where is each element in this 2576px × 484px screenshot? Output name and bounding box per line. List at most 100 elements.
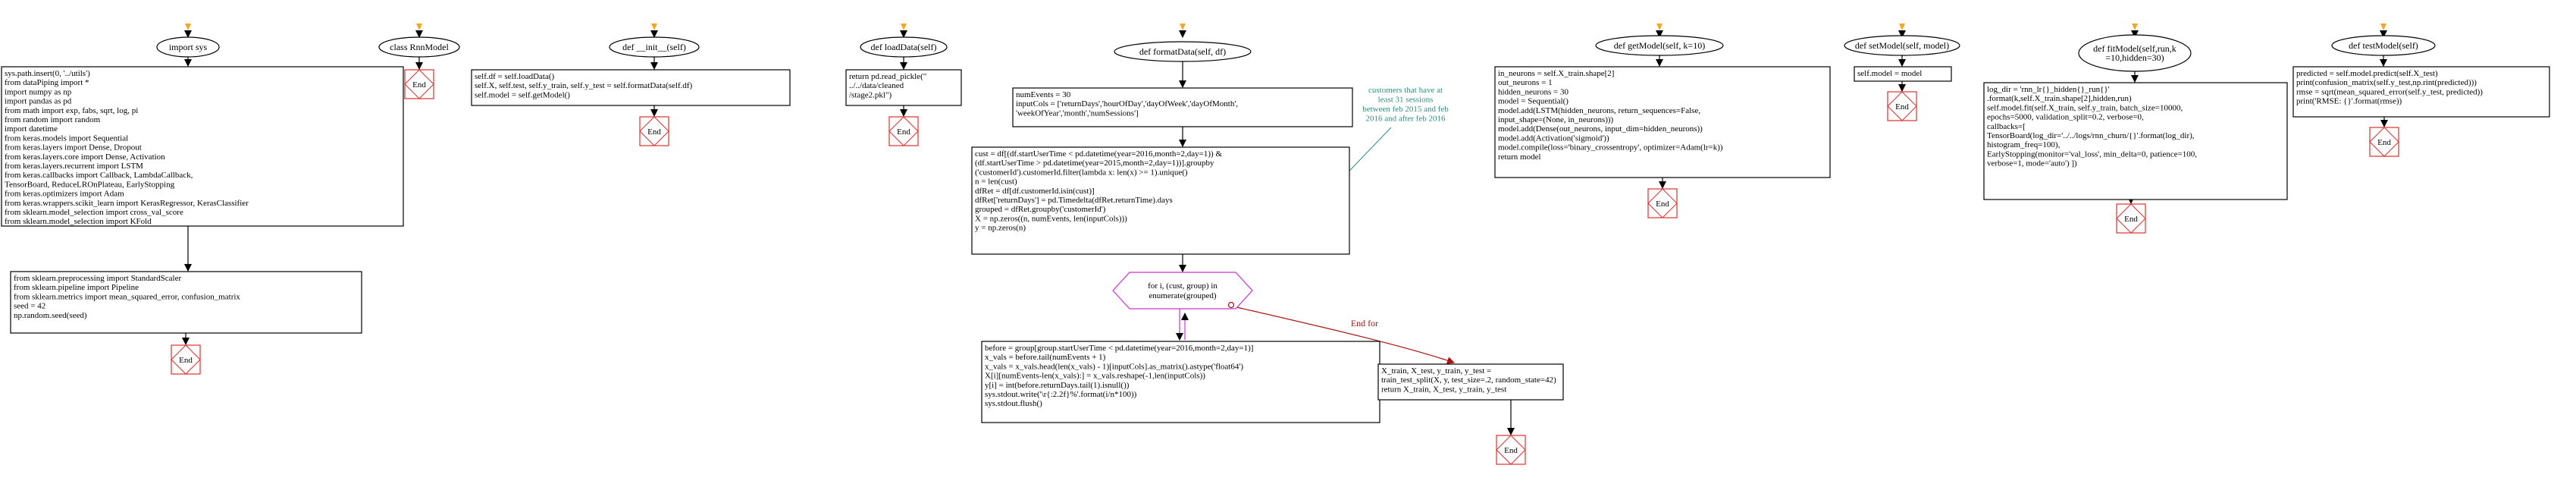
code-box-getmodel_body: in_neurons = self.X_train.shape[2]out_ne…	[1494, 66, 1831, 178]
entry-label-line: class RnnModel	[390, 42, 449, 52]
code-line-line: dfRet['returnDays'] = pd.Timedelta(dfRet…	[975, 196, 1173, 205]
code-line-line: log_dir = 'rnn_lr{}_hidden{}_run{}'	[1987, 85, 2110, 94]
code-line: self.df = self.loadData()self.X, self.te…	[475, 72, 693, 99]
end-node: End	[171, 344, 201, 375]
entry-formatdata: def formatData(self, df)	[1114, 41, 1252, 62]
loop-hexagon	[1112, 272, 1253, 310]
code-line-line: from dataPiping import *	[5, 78, 89, 87]
code-line-line: grouped = dfRet.groupby('customerId')	[975, 205, 1106, 214]
code-line-line: histogram_freq=100),	[1987, 140, 2060, 149]
end-label: End	[412, 80, 426, 90]
code-line-line: from sklearn.pipeline import Pipeline	[14, 283, 139, 292]
start-marker	[2132, 24, 2138, 30]
entry-label-line: def formatData(self, df)	[1139, 46, 1226, 57]
entry-label: def formatData(self, df)	[1139, 46, 1226, 57]
entry-ellipse	[2078, 34, 2192, 72]
entry-label-line: def __init__(self)	[622, 42, 686, 52]
code-line: return pd.read_pickle("../../data/cleane…	[849, 72, 926, 99]
end-diamond	[171, 344, 201, 375]
entry-label: import sys	[169, 42, 208, 52]
code-line-line: EarlyStopping(monitor='val_loss', min_de…	[1987, 149, 2197, 159]
code-line-line: from keras.models import Sequential	[5, 134, 128, 143]
code-line-line: return model	[1498, 152, 1541, 162]
entry-label: def testModel(self)	[2349, 40, 2418, 51]
entry-label-line: def testModel(self)	[2349, 40, 2418, 51]
code-line-line: return pd.read_pickle("	[849, 72, 926, 81]
entry-class_rnn: class RnnModel	[378, 36, 460, 58]
code-line-line: import numpy as np	[5, 87, 72, 96]
code-box-rect	[1377, 363, 1564, 401]
end-node: End	[888, 116, 919, 146]
code-box-rect	[845, 69, 962, 106]
code-box-split_body: X_train, X_test, y_train, y_test =train_…	[1377, 363, 1564, 401]
entry-ellipse	[2331, 35, 2436, 56]
annotation-note-line: customers that have at	[1368, 86, 1443, 95]
entry-ellipse	[609, 36, 700, 58]
end-diamond	[1647, 188, 1678, 218]
entry-import_sys: import sys	[156, 36, 220, 58]
code-line-line: from sklearn.model_selection import cros…	[5, 208, 183, 217]
start-marker	[1899, 24, 1905, 30]
code-line-line: numEvents = 30	[1016, 90, 1071, 99]
code-line: in_neurons = self.X_train.shape[2]out_ne…	[1498, 69, 1723, 162]
code-line-line: from keras.layers import Dense, Dropout	[5, 143, 142, 152]
code-line-line: in_neurons = self.X_train.shape[2]	[1498, 69, 1614, 78]
code-line-line: model.compile(loss='binary_crossentropy'…	[1498, 143, 1723, 152]
code-line-line: dfRet = df[df.customerId.isin(cust)]	[975, 187, 1095, 196]
code-line-line: /stage2.pkl")	[849, 90, 892, 99]
code-line-line: epochs=5000, validation_split=0.2, verbo…	[1987, 113, 2144, 122]
code-box-test_body: predicted = self.model.predict(self.X_te…	[2292, 66, 2550, 118]
code-line-line: from keras.layers.core import Dense, Act…	[5, 152, 165, 162]
entry-label-line: def loadData(self)	[871, 42, 937, 52]
end-rect	[2369, 127, 2399, 157]
entry-label: def fitModel(self,run,k=10,hidden=30)	[2093, 43, 2176, 63]
code-box-fit_body: log_dir = 'rnn_lr{}_hidden{}_run{}'.form…	[1983, 82, 2288, 200]
code-line-line: rmse = sqrt(mean_squared_error(self.y_te…	[2296, 87, 2483, 96]
entry-label: def getModel(self, k=10)	[1614, 40, 1705, 51]
end-label: End	[897, 127, 910, 137]
code-line-line: model.add(LSTM(hidden_neurons, return_se…	[1498, 106, 1700, 115]
code-line-line: self.df = self.loadData()	[475, 72, 554, 81]
code-line-line: x_vals = before.tail(numEvents + 1)	[985, 353, 1106, 362]
code-line-line: from sklearn.preprocessing import Standa…	[14, 274, 181, 283]
nodes-layer: import sys sys.path.insert(0, '../utils')…	[1, 24, 2550, 465]
code-line-line: y = np.zeros(n)	[975, 224, 1026, 233]
edges-layer	[182, 30, 2388, 435]
code-line-line: np.random.seed(seed)	[14, 311, 87, 320]
code-line-line: train_test_split(X, y, test_size=.2, ran…	[1381, 376, 1556, 385]
start-marker	[416, 24, 422, 30]
code-line-line: from random import random	[5, 115, 101, 124]
code-line-line: self.model.fit(self.X_train, self.y_trai…	[1987, 103, 2183, 112]
code-box-init_body: self.df = self.loadData()self.X, self.te…	[471, 69, 791, 106]
end-node: End	[1496, 435, 1526, 465]
code-line-line: .format(k,self.X_train.shape[2],hidden,r…	[1987, 94, 2132, 103]
code-line: from sklearn.preprocessing import Standa…	[14, 274, 240, 320]
entry-ellipse	[860, 36, 948, 58]
code-box-imports1: sys.path.insert(0, '../utils')from dataP…	[1, 66, 404, 227]
code-line-line: self.X, self.test, self.y_train, self.y_…	[475, 81, 693, 90]
entry-label: def __init__(self)	[622, 42, 686, 52]
code-line-line: import pandas as pd	[5, 97, 72, 106]
entry-loaddata: def loadData(self)	[860, 36, 948, 58]
entry-label-line: def setModel(self, model)	[1855, 40, 1949, 51]
code-box-loop_body: before = group[group.startUserTime < pd.…	[981, 341, 1380, 423]
code-line-line: ('customerId').customerId.filter(lambda …	[975, 168, 1188, 177]
code-line-line: model.add(Activation('sigmoid'))	[1498, 134, 1609, 143]
code-line-line: y[i] = int(before.returnDays.tail(1).isn…	[985, 381, 1130, 390]
code-box-rect	[471, 69, 791, 106]
code-line: cust = df[(df.startUserTime < pd.datetim…	[975, 149, 1222, 233]
end-diamond	[639, 116, 669, 146]
end-diamond	[888, 116, 919, 146]
entry-getmodel: def getModel(self, k=10)	[1595, 35, 1724, 56]
end-for-origin	[1227, 301, 1235, 309]
end-node: End	[2116, 203, 2146, 234]
code-line: self.model = model	[1857, 69, 1922, 78]
code-box-rect	[1983, 82, 2288, 200]
code-line: sys.path.insert(0, '../utils')from dataP…	[5, 69, 249, 226]
code-line-line: X[i][numEvents-len(x_vals):] = x_vals.re…	[985, 372, 1205, 381]
code-line-line: TensorBoard(log_dir='../../logs/rnn_chur…	[1987, 131, 2195, 140]
end-label: End	[2377, 138, 2391, 147]
code-line-line: out_neurons = 1	[1498, 78, 1553, 87]
code-box-rect	[2292, 66, 2550, 118]
